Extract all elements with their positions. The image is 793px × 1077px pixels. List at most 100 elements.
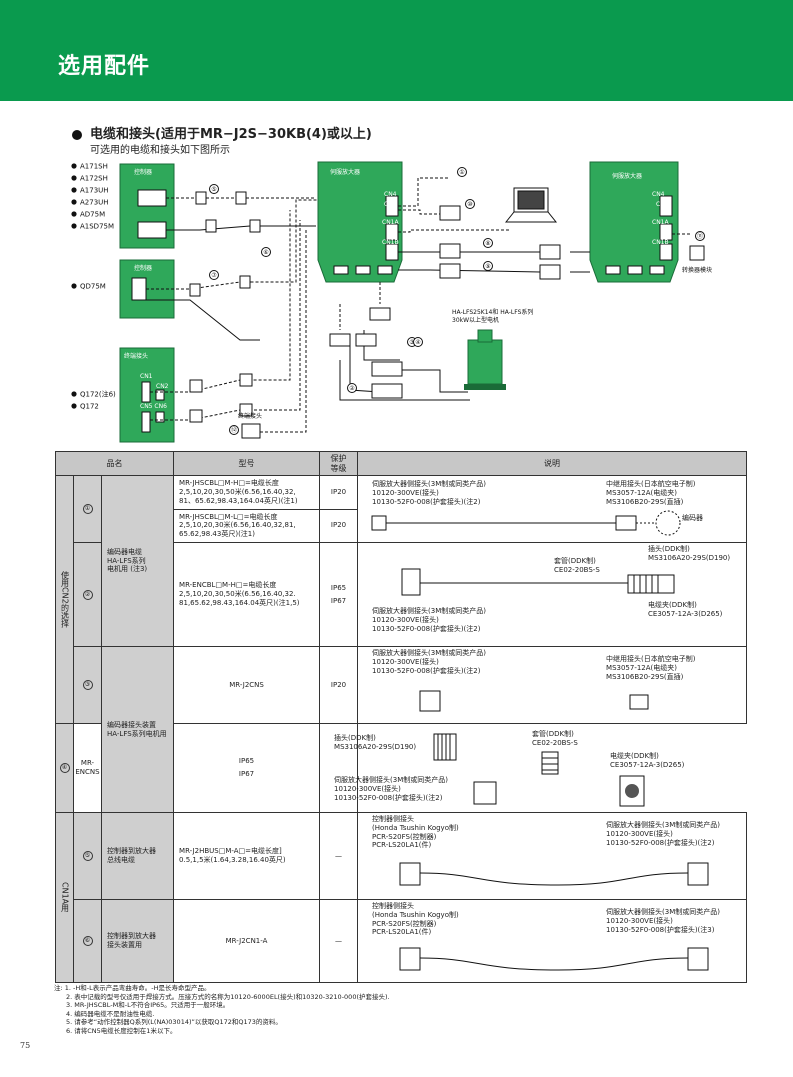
marker-circle [457, 167, 467, 177]
col-header-desc: 说明 [357, 451, 748, 476]
desc-text: 伺服放大器侧接头(3M制或同类产品) 10120-300VE(接头) 10130… [606, 908, 720, 934]
svg-text:CN1A: CN1A [652, 219, 669, 226]
svg-text:转换器模块: 转换器模块 [682, 266, 712, 274]
ip-cell: IP20 [319, 646, 359, 724]
row-number: ⑤ [82, 851, 93, 861]
note-line: 5. 请参考“动作控制器Q系列(L(NA)03014)”以获取Q172和Q173… [66, 1018, 282, 1027]
svg-text:控制器: 控制器 [134, 264, 152, 272]
ip-cell: IP65 IP67 [319, 542, 359, 647]
table-row: ④ MR-ENCNS IP65 IP67 插头(DDK制) MS3106A20-… [55, 723, 747, 813]
marker-circle [413, 337, 423, 347]
terminal-connector [241, 423, 261, 439]
page-title: 选用配件 [58, 54, 151, 79]
desc-text: 伺服放大器侧接头(3M制或同类产品) 10120-300VE(接头) 10130… [606, 821, 720, 847]
desc-text: 中继用接头(日本航空电子制) MS3057-12A(电缆夹) MS3106B20… [606, 655, 696, 681]
marker-label: ⑪ [697, 232, 703, 240]
footnotes: 注: 1. -H和-L表示产品弯曲寿命。-H是长寿命型产品。 2. 表中记载的型… [54, 984, 390, 1035]
note-line: 4. 编码器电缆不是耐油性电缆. [66, 1009, 155, 1018]
svg-text:30kW以上型电机: 30kW以上型电机 [452, 316, 499, 324]
motor-icon [464, 329, 506, 390]
servo-amplifier-1 [317, 161, 403, 283]
desc-cell: 控制器侧接头 (Honda Tsushin Kogyo制) PCR-S20FS(… [357, 812, 748, 900]
model-cell: MR-J2CNS [173, 646, 321, 724]
svg-text:CN4: CN4 [384, 191, 397, 198]
col-header-model: 型号 [173, 451, 321, 476]
marker-circle [229, 425, 239, 435]
cable-drawing [399, 862, 709, 886]
ip-cell: — [319, 899, 359, 983]
svg-text:CN1: CN1 [140, 373, 153, 380]
table-row: MR-JHSCBL□M-L□=电缆长度 2,5,10,20,30米(6.56,1… [56, 508, 747, 543]
note-line: 2. 表中记载的型号仅适用于焊接方式。压接方式的名称为10120-6000EL(… [66, 992, 390, 1001]
svg-text:CN5 CN6: CN5 CN6 [140, 403, 167, 410]
svg-text:CN2: CN2 [156, 383, 169, 390]
marker-circle [483, 238, 493, 248]
table-row: ② MR-ENCBL□M-H□=电缆长度 2,5,10,20,30,50米(6.… [56, 542, 748, 647]
desc-cell: 伺服放大器侧接头(3M制或同类产品) 10120-300VE(接头) 10130… [357, 475, 748, 543]
row-number: ① [82, 504, 93, 514]
servo-amplifier-2 [589, 161, 679, 283]
page-header: 选用配件 [0, 0, 793, 101]
marker-label: ⑤ [211, 186, 216, 193]
controller-label: 控制器 [134, 168, 152, 176]
desc-text: 电缆夹(DDK制) CE3057-12A-3(D265) [610, 752, 685, 769]
model-cell: MR-ENCBL□M-H□=电缆长度 2,5,10,20,30,50米(6.56… [173, 542, 321, 647]
product-name: 控制器到放大器 接头装置用 [100, 899, 175, 983]
col-header-name: 品名 [54, 451, 175, 476]
svg-text:伺服放大器: 伺服放大器 [612, 172, 642, 180]
controller-list-a: A171SH A172SH A173UH A273UH AD75M A1SD75… [71, 163, 116, 411]
svg-text:CN1A: CN1A [382, 219, 399, 226]
desc-cell: 控制器侧接头 (Honda Tsushin Kogyo制) PCR-S20FS(… [357, 899, 748, 983]
controller-name: AD75M [80, 211, 105, 219]
note-line: 6. 请将CN5电缆长度控制在1米以下。 [66, 1026, 177, 1035]
product-name: 编码器电缆 HA-LFS系列 电机用 (注3) [100, 475, 175, 647]
desc-text: 中继用接头(日本航空电子制) MS3057-12A(电缆夹) MS3106B20… [606, 480, 696, 506]
desc-cell: 套管(DDK制) CE02-20BS-S 插头(DDK制) MS3106A20-… [357, 542, 748, 647]
cable-drawing [399, 947, 709, 971]
cable-drawing [401, 568, 675, 596]
svg-text:CN4: CN4 [652, 191, 665, 198]
controller-name: A1SD75M [80, 223, 114, 231]
marker-label: ⑦ [211, 272, 217, 279]
model-cell: MR-J2HBUS□M-A□=电缆长度] 0.5,1,5米(1.64,3.28,… [173, 812, 321, 900]
desc-text: 套管(DDK制) CE02-20BS-S [554, 557, 600, 574]
marker-circle [465, 199, 475, 209]
accessory-table: 品名 型号 保护 等级 说明 使用CN2的选择 ① 编码器电缆 HA-LFS系列… [54, 451, 748, 983]
svg-text:CN3: CN3 [384, 201, 397, 208]
row-number: ④ [59, 763, 70, 773]
marker-label: ⑨ [485, 263, 490, 270]
ip-cell: — [319, 812, 359, 900]
marker-circle [261, 247, 271, 257]
desc-text: 套管(DDK制) CE02-20BS-S [532, 730, 578, 747]
svg-text:HA-LFS25K14和 HA-LFS系列: HA-LFS25K14和 HA-LFS系列 [452, 308, 533, 316]
desc-text: 控制器侧接头 (Honda Tsushin Kogyo制) PCR-S20FS(… [372, 902, 459, 937]
controller-name: A171SH [80, 163, 108, 171]
ip-cell: IP65 IP67 [173, 723, 321, 813]
table-row: ③ 编码器接头装置 HA-LFS系列电机用 MR-J2CNS IP20 伺服放大… [56, 646, 748, 813]
row-number: ⑥ [82, 936, 93, 946]
desc-text: 电缆夹(DDK制) CE3057-12A-3(D265) [648, 601, 723, 618]
product-name: 编码器接头装置 HA-LFS系列电机用 [100, 646, 175, 813]
desc-text: 伺服放大器侧接头(3M制或同类产品) 10120-300VE(接头) 10130… [372, 480, 486, 506]
system-diagram: A171SH A172SH A173UH A273UH AD75M A1SD75… [71, 161, 712, 443]
section-title: 电缆和接头(适用于MR−J2S−30KB(4)或以上) [72, 123, 372, 142]
marker-label: ④ [415, 339, 420, 346]
controller-name: Q172(注6) [80, 390, 116, 399]
row-number: ② [82, 589, 93, 600]
row-number: ③ [82, 680, 93, 690]
group-label-cn2: 使用CN2的选择 [55, 475, 74, 724]
svg-text:CN1B: CN1B [382, 239, 399, 246]
group-label-cn1a: CN1A用 [55, 812, 74, 983]
marker-label: ⑩ [467, 201, 472, 208]
desc-text: 插头(DDK制) MS3106A20-29S(D190) [648, 545, 731, 562]
desc-cell: 伺服放大器侧接头(3M制或同类产品) 10120-300VE(接头) 10130… [357, 646, 748, 724]
marker-circle [209, 270, 219, 280]
table-row: ⑥ 控制器到放大器 接头装置用 MR-J2CN1-A — 控制器侧接头 (Hon… [56, 899, 748, 983]
controller-name: A173UH [80, 187, 109, 195]
desc-cell: 插头(DDK制) MS3106A20-29S(D190) 套管(DDK制) CE… [319, 723, 684, 813]
desc-text: 控制器侧接头 (Honda Tsushin Kogyo制) PCR-S20FS(… [372, 815, 459, 850]
section-subtitle: 可选用的电缆和接头如下图所示 [90, 145, 230, 156]
desc-text: 伺服放大器侧接头(3M制或同类产品) 10120-300VE(接头) 10130… [334, 776, 448, 802]
desc-text: 伺服放大器侧接头(3M制或同类产品) 10120-300VE(接头) 10130… [372, 649, 486, 675]
